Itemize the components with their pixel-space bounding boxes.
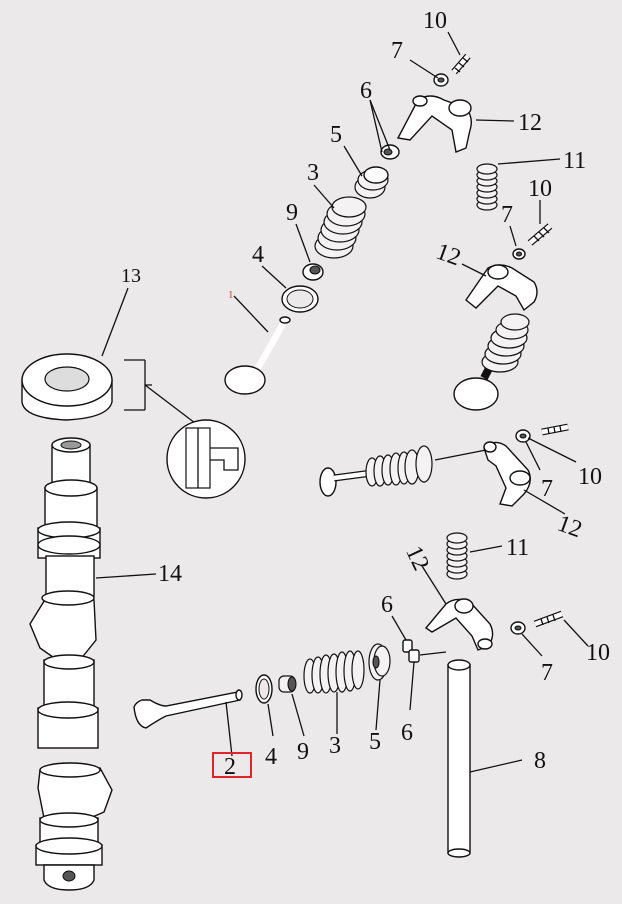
rocker-arm-part [396,95,473,153]
valve-spring-part [314,196,367,259]
valve-seal-lower-part [278,675,297,693]
callout-4-lower: 4 [265,744,277,770]
exhaust-valve-part [133,689,243,729]
callout-6-lower-b: 6 [401,720,413,746]
callout-10-lower: 10 [586,640,610,666]
upper-valve-assembly [224,53,473,395]
callout-4-top: 4 [252,242,264,268]
highlight-box [212,752,252,778]
callout-9-top: 9 [286,200,298,226]
rocker-spring-lower-part [446,532,468,580]
valve-spring-lower-part [303,650,365,694]
callout-9-lower: 9 [297,739,309,765]
adjuster-screw-part [451,53,471,75]
callout-7-lower: 7 [541,660,553,686]
callout-5-top: 5 [330,122,342,148]
valve-cotters-lower-part [402,639,447,663]
callout-3-top: 3 [307,160,319,186]
callout-14: 14 [158,561,182,587]
third-valve-assembly [319,423,569,507]
callout-2-highlighted: 2 [224,754,236,780]
callout-13: 13 [121,265,141,287]
callout-10-top: 10 [423,8,447,34]
callout-6-lower-a: 6 [381,592,393,618]
callout-7-top: 7 [391,38,403,64]
camshaft-bearing-part [21,353,196,424]
rocker-spring-part [476,163,498,211]
valve-seal-part [302,263,324,281]
callout-11-top: 11 [563,148,586,174]
callout-12-lower: 12 [400,542,434,575]
push-rod-part [447,659,471,858]
callout-11-lower: 11 [506,535,529,561]
callout-10-second: 10 [528,176,552,202]
callout-10-third: 10 [578,464,602,490]
adjuster-nut-part [433,73,449,87]
callout-12-top: 12 [518,110,542,136]
rocker-arm-lower-part [424,598,564,651]
callout-7-second: 7 [501,202,513,228]
spring-retainer-lower-part [368,643,391,681]
callout-12-second: 12 [433,239,464,272]
callout-12-third: 12 [554,511,585,544]
leader-lines [95,31,589,773]
spring-retainer-part [354,166,389,199]
callout-5-lower: 5 [369,729,381,755]
callout-labels: 10 7 6 12 5 11 3 10 9 7 4 12 1 13 10 7 1… [121,8,610,780]
second-valve-assembly [453,223,553,411]
valve-part [224,316,291,395]
callout-3-lower: 3 [329,733,341,759]
callout-7-third: 7 [541,476,553,502]
lower-valve-row [133,643,391,729]
valve-cotters-part [380,144,400,160]
camshaft-part [29,437,113,891]
callout-6-top: 6 [360,78,372,104]
bearing-detail-callout [166,419,246,499]
callout-8: 8 [534,748,546,774]
callout-1-small: 1 [228,289,234,301]
